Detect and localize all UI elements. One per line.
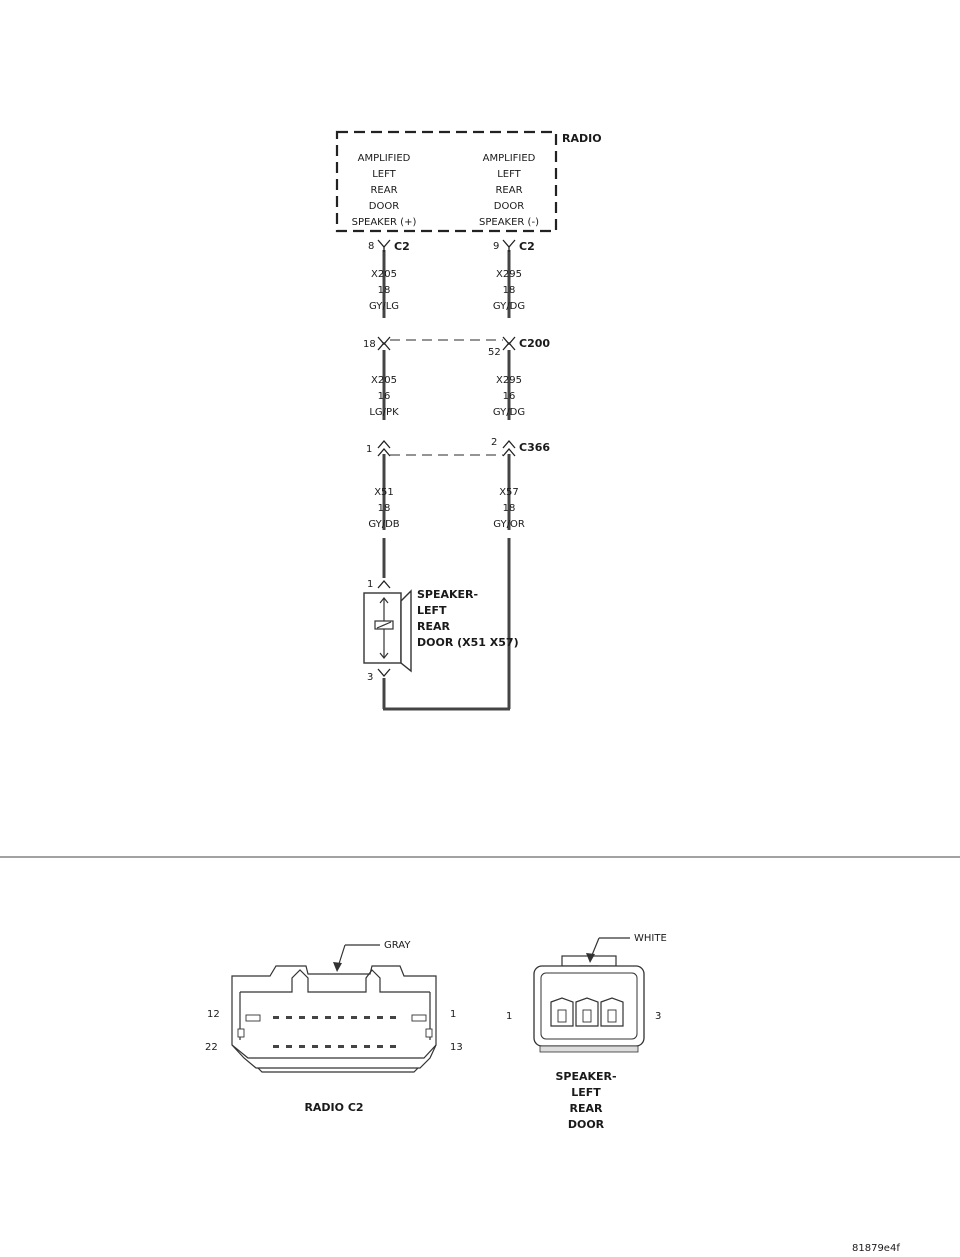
seg3-right-gauge: 18 (503, 503, 516, 514)
radio-left-line: LEFT (372, 169, 396, 180)
connector-c366: 1 2 C366 (366, 437, 550, 457)
speaker-connector-pin-1: 1 (506, 1011, 512, 1022)
radio-dashed-outline (335, 130, 558, 233)
seg2-right-circuit: X295 (496, 375, 522, 386)
speaker-cone-icon (400, 589, 412, 673)
radio-c2-pin-12: 12 (207, 1009, 220, 1020)
speaker-connector-name-line: LEFT (571, 1086, 601, 1099)
speaker-connector-pin-3: 3 (655, 1011, 661, 1022)
speaker-label-line: REAR (417, 620, 450, 633)
radio-c2-pin-cavity (273, 1045, 279, 1048)
connector-c200: 18 52 C200 (363, 336, 550, 358)
seg2-left-circuit: X205 (371, 375, 397, 386)
radio-c2-pin-cavity (351, 1016, 357, 1019)
seg3-left-color: GY/DB (368, 519, 399, 530)
seg2-left-color: LG/PK (369, 407, 399, 418)
c200-pin-right: 52 (488, 347, 501, 358)
speaker-left-rear-door: 1 3 SPEAKER- LEFT REAR DOOR (X51 X57) (363, 579, 519, 683)
radio-c2-pin-cavity (377, 1045, 383, 1048)
seg3-right-color: GY/OR (493, 519, 525, 530)
diagram-code: 81879e4f (852, 1243, 900, 1254)
radio-c2-pin-row-top (273, 1016, 396, 1019)
c366-label: C366 (519, 441, 550, 454)
radio-c2-shell (231, 965, 437, 1059)
speaker-connector-view: WHITE 1 3 SPEAKER- LEFT REAR DOOR (506, 933, 667, 1131)
radio-c2-pin-cavity (299, 1045, 305, 1048)
radio-c2-color-label: GRAY (384, 940, 411, 951)
c200-label: C200 (519, 337, 550, 350)
radio-c2-pin-22: 22 (205, 1042, 218, 1053)
radio-c2-pin-cavity (364, 1045, 370, 1048)
radio-c2-pin-1: 1 (450, 1009, 456, 1020)
radio-c2-pin-cavity (364, 1016, 370, 1019)
radio-c2-pin-cavity (312, 1016, 318, 1019)
radio-c2-connector-view: GRAY 12 1 22 13 RADIO C2 (205, 940, 463, 1114)
radio-c2-pin-row-bottom (273, 1045, 396, 1048)
c2-pin-left: 8 (368, 241, 374, 252)
seg2-right-gauge: 16 (503, 391, 516, 402)
radio-right-line: REAR (495, 185, 522, 196)
radio-c2-pin-cavity (286, 1016, 292, 1019)
c366-pin-right: 2 (491, 437, 497, 448)
seg3-left-circuit: X51 (374, 487, 394, 498)
c2-label-right: C2 (519, 240, 535, 253)
c200-pin-left: 18 (363, 339, 376, 350)
seg1-right-circuit: X295 (496, 269, 522, 280)
radio-c2-pin-cavity (338, 1045, 344, 1048)
radio-right-line: AMPLIFIED (483, 153, 536, 164)
seg3-left-gauge: 18 (378, 503, 391, 514)
radio-c2-pin-cavity (299, 1016, 305, 1019)
radio-left-line: DOOR (369, 201, 399, 212)
radio-c2-name: RADIO C2 (304, 1101, 363, 1114)
seg2-left-gauge: 16 (378, 391, 391, 402)
radio-left-line: AMPLIFIED (358, 153, 411, 164)
seg1-left-gauge: 18 (378, 285, 391, 296)
connector-c2: 8 C2 9 C2 (368, 239, 535, 253)
speaker-connector-name-line: DOOR (568, 1118, 605, 1131)
radio-c2-pin-cavity (312, 1045, 318, 1048)
c2-pin-right: 9 (493, 241, 499, 252)
radio-left-line: REAR (370, 185, 397, 196)
radio-c2-pin-cavity (377, 1016, 383, 1019)
radio-left-line: SPEAKER (+) (352, 217, 417, 228)
radio-c2-pin-cavity (286, 1045, 292, 1048)
speaker-connector-name-line: SPEAKER- (555, 1070, 616, 1083)
seg1-right-gauge: 18 (503, 285, 516, 296)
seg1-left-color: GY/LG (369, 301, 399, 312)
radio-c2-pin-cavity (273, 1016, 279, 1019)
speaker-connector-name-line: REAR (570, 1102, 603, 1115)
c366-pin-left: 1 (366, 444, 372, 455)
seg1-left-circuit: X205 (371, 269, 397, 280)
radio-label: RADIO (562, 132, 602, 145)
seg2-right-color: GY/DG (493, 407, 525, 418)
speaker-connector-color-label: WHITE (634, 933, 667, 944)
radio-c2-pin-cavity (325, 1045, 331, 1048)
c2-label-left: C2 (394, 240, 410, 253)
radio-c2-pin-cavity (351, 1045, 357, 1048)
speaker-pin-top: 1 (367, 579, 373, 590)
radio-c2-pin-cavity (338, 1016, 344, 1019)
radio-right-line: LEFT (497, 169, 521, 180)
speaker-label-line: SPEAKER- (417, 588, 478, 601)
radio-c2-pin-13: 13 (450, 1042, 463, 1053)
speaker-label-line: DOOR (X51 X57) (417, 636, 519, 649)
radio-module: RADIO AMPLIFIED LEFT REAR DOOR SPEAKER (… (335, 130, 602, 233)
radio-right-line: SPEAKER (-) (479, 217, 539, 228)
speaker-label-line: LEFT (417, 604, 447, 617)
seg3-right-circuit: X57 (499, 487, 519, 498)
seg1-right-color: GY/DG (493, 301, 525, 312)
radio-c2-pin-cavity (390, 1045, 396, 1048)
radio-c2-pin-cavity (390, 1016, 396, 1019)
radio-c2-pin-cavity (325, 1016, 331, 1019)
radio-right-line: DOOR (494, 201, 524, 212)
speaker-pin-bottom: 3 (367, 672, 373, 683)
